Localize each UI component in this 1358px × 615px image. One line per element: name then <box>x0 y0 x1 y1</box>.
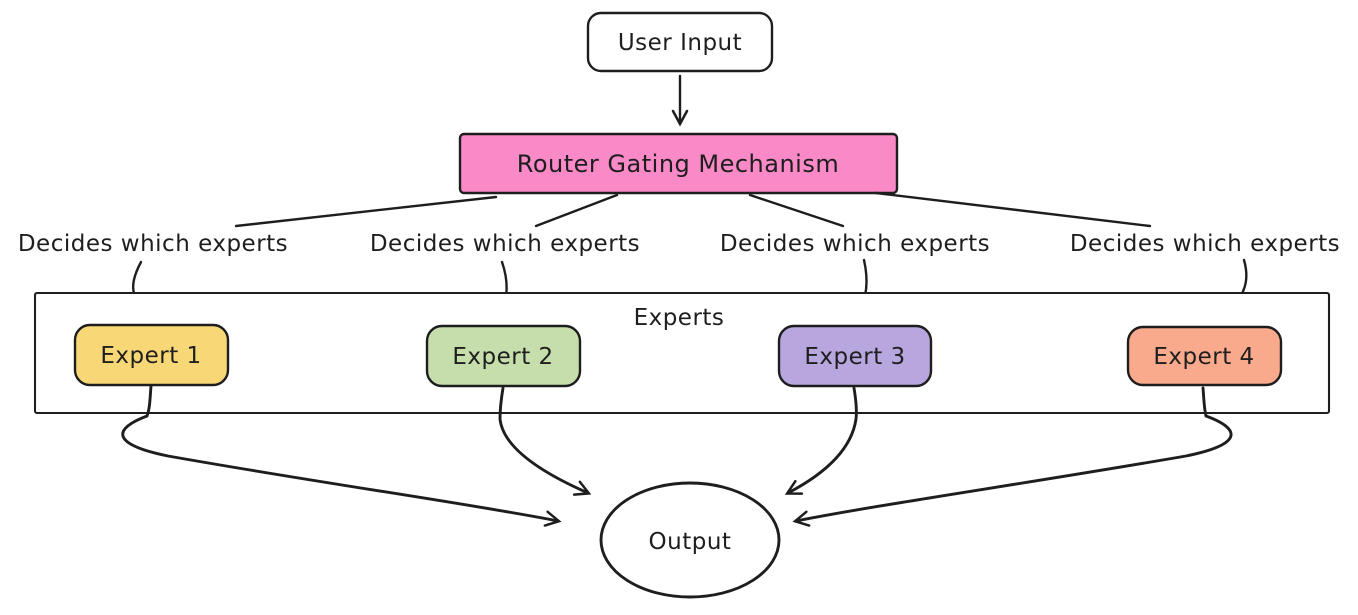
experts-container-box <box>33 291 1331 415</box>
arrow-expert-4-to-output <box>792 386 1233 527</box>
router-fanout-line-4 <box>874 191 1152 228</box>
arrow-expert-1-to-output <box>121 384 562 527</box>
router-box <box>458 132 899 195</box>
expert-4-box <box>1126 325 1283 387</box>
experts-container-label: Experts <box>634 305 725 331</box>
router-fanout-line-2 <box>534 193 619 228</box>
expert-3-box <box>777 324 933 388</box>
router-fanout-line-1 <box>234 195 498 228</box>
router-label: Router Gating Mechanism <box>517 150 839 178</box>
edge-label-1: Decides which experts <box>18 231 288 257</box>
expert-2-node: Expert 2 <box>425 324 582 388</box>
edge-label-3: Decides which experts <box>720 231 990 257</box>
router-fanout-line-3 <box>748 193 845 228</box>
user-input-box <box>586 11 774 73</box>
arrow-expert-2-to-output <box>498 386 592 496</box>
user-input-node: User Input <box>586 11 774 73</box>
output-label: Output <box>649 529 732 555</box>
user-input-label: User Input <box>618 30 742 56</box>
expert-1-node: Expert 1 <box>73 323 230 387</box>
router-node: Router Gating Mechanism <box>458 132 899 195</box>
expert-3-node: Expert 3 <box>777 324 933 388</box>
output-node: Output <box>599 481 781 599</box>
edge-label-2: Decides which experts <box>370 231 640 257</box>
output-ellipse <box>599 481 781 599</box>
expert-1-label: Expert 1 <box>100 343 201 369</box>
expert-3-label: Expert 3 <box>804 344 905 370</box>
arrow-expert-3-to-output <box>784 386 858 495</box>
experts-container: Experts <box>33 291 1331 415</box>
expert-4-node: Expert 4 <box>1126 325 1283 387</box>
expert-2-box <box>425 324 582 388</box>
expert-4-label: Expert 4 <box>1153 344 1254 370</box>
edge-label-4: Decides which experts <box>1070 231 1340 257</box>
expert-2-label: Expert 2 <box>452 344 553 370</box>
